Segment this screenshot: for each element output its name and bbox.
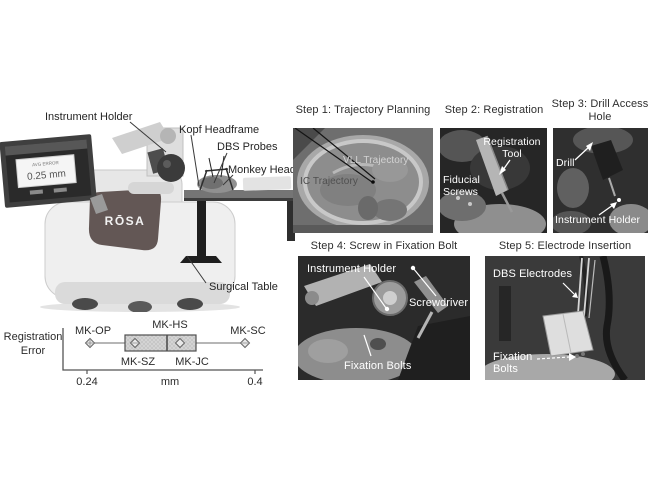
target-point [371, 180, 375, 184]
label-monkey-head: Monkey Head [228, 164, 296, 176]
electrode-shaft [578, 258, 582, 314]
step4-title: Step 4: Screw in Fixation Bolt [298, 240, 470, 253]
cable [603, 256, 625, 380]
xtick-max: 0.4 [247, 376, 262, 388]
ylabel-line2: Error [21, 345, 46, 357]
step1-title: Step 1: Trajectory Planning [290, 104, 436, 117]
label-instrument-holder-step3: Instrument Holder [555, 215, 640, 227]
label-vll-trajectory: VLL Trajectory [343, 155, 409, 166]
step4-photo: Instrument Holder Screwdriver Fixation B… [298, 256, 470, 380]
arrowhead [610, 202, 617, 209]
xaxis-unit: mm [161, 376, 179, 388]
electrode-shaft [589, 260, 595, 318]
label-fixation-bolts-step4: Fixation Bolts [344, 360, 411, 372]
registration-error-boxplot: Registration Error MK-OP MK-HS MK-SC MK-… [0, 308, 290, 390]
robot-scene-illustration: RŌSA AVG ERROR 0.25 mm [0, 98, 300, 312]
label-dbs-probes: DBS Probes [217, 141, 278, 153]
ylabel-line1: Registration [4, 331, 63, 343]
label-dbs-electrodes: DBS Electrodes [493, 268, 572, 280]
instrument-holder-part [157, 154, 185, 182]
label-mk-sz: MK-SZ [121, 356, 156, 368]
step1-photo: VLL Trajectory IC Trajectory [293, 128, 433, 233]
label-registration-tool: Registration Tool [480, 137, 544, 161]
fiducial-screw-dot [468, 202, 472, 206]
step5-title: Step 5: Electrode Insertion [485, 240, 645, 253]
step3-photo: Drill Instrument Holder [553, 128, 648, 233]
rosa-logo: RŌSA [105, 214, 146, 228]
label-screwdriver: Screwdriver [409, 297, 468, 309]
label-mk-hs: MK-HS [152, 319, 187, 331]
label-surgical-table: Surgical Table [209, 281, 278, 293]
arrow-line [563, 283, 574, 294]
label-ic-trajectory: IC Trajectory [300, 176, 358, 187]
dbs-probes-part [209, 156, 224, 177]
label-mk-sc: MK-SC [230, 325, 266, 337]
robot-monitor: AVG ERROR 0.25 mm [0, 134, 97, 208]
bolt-dot [581, 352, 585, 356]
surgical-table [180, 190, 296, 263]
step2-photo: Registration Tool Fiducial Screws [440, 128, 547, 233]
label-mk-jc: MK-JC [175, 356, 209, 368]
step3-title: Step 3: Drill Access Hole [550, 98, 650, 124]
label-kopf-headframe: Kopf Headframe [179, 124, 259, 136]
label-mk-op: MK-OP [75, 325, 111, 337]
label-instrument-holder-step4: Instrument Holder [307, 263, 396, 275]
label-fixation-bolts-step5: Fixation Bolts [493, 351, 543, 376]
label-fiducial-screws: Fiducial Screws [443, 175, 489, 199]
step2-title: Step 2: Registration [438, 104, 550, 117]
connector-block [543, 311, 593, 356]
xtick-min: 0.24 [76, 376, 97, 388]
step5-photo: DBS Electrodes Fixation Bolts [485, 256, 645, 380]
label-instrument-holder: Instrument Holder [45, 111, 133, 123]
label-drill: Drill [556, 158, 575, 170]
bolt-dot [575, 354, 579, 358]
